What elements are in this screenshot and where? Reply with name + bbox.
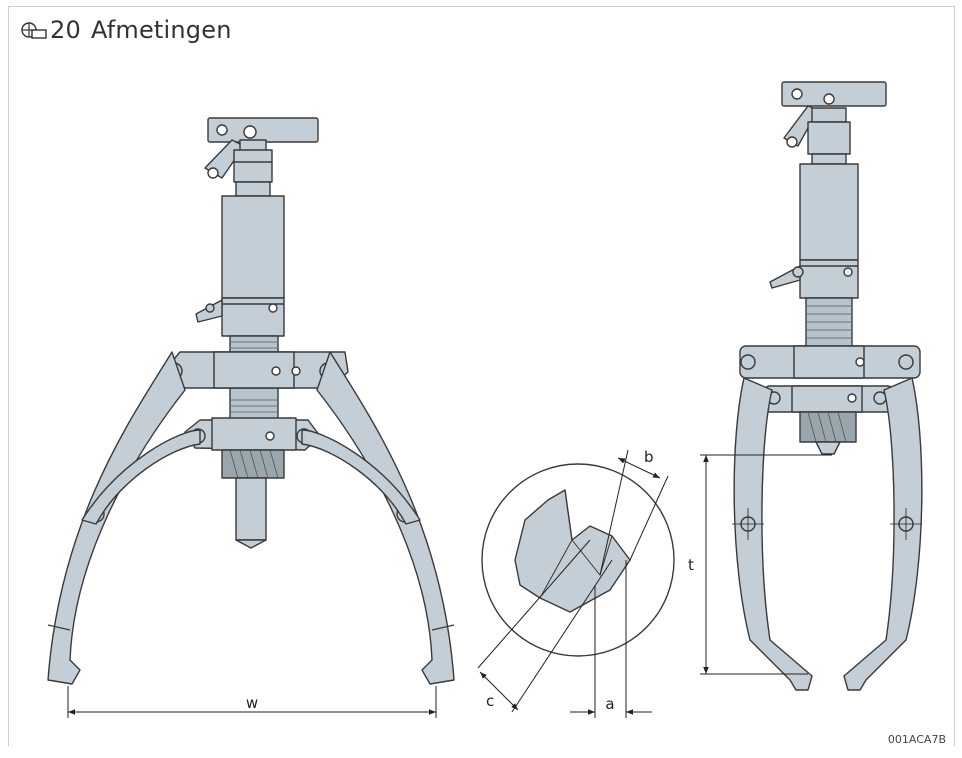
- figure-heading: Afmetingen: [90, 16, 232, 44]
- dimension-t: [700, 454, 832, 675]
- puller-front-view: [47, 117, 455, 685]
- figure-title: 20 Afmetingen: [20, 16, 232, 44]
- jaw-detail: [477, 449, 675, 718]
- label-w: w: [246, 694, 258, 712]
- puller-side-view: [733, 81, 923, 691]
- center-marks: [732, 508, 922, 540]
- label-b: b: [644, 448, 654, 466]
- label-c: c: [486, 692, 494, 710]
- image-code: 001ACA7B: [887, 733, 946, 746]
- figure-icon: [21, 22, 47, 39]
- figure-number: 20: [50, 16, 81, 44]
- label-t: t: [688, 556, 694, 574]
- label-a: a: [605, 695, 614, 713]
- dimension-w: [67, 686, 437, 718]
- figure-frame: [8, 6, 955, 746]
